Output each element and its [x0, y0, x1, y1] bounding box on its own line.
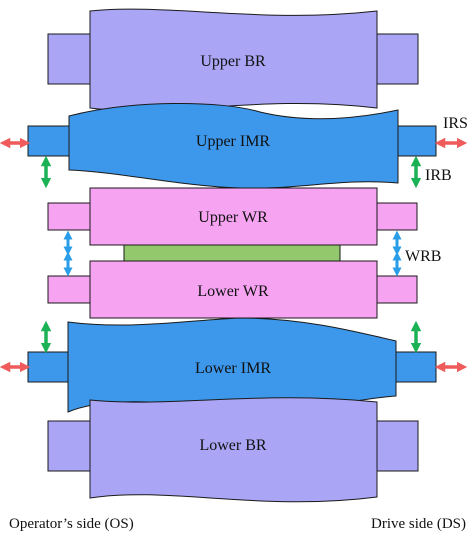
lower-imr-neck-ds — [392, 351, 437, 383]
lower-imr-label: Lower IMR — [195, 360, 271, 377]
upper-wr-neck-ds — [374, 202, 418, 231]
lower-intermediate-roll: Lower IMR — [27, 317, 437, 413]
upper-work-roll: Upper WR — [47, 187, 418, 246]
upper-imr-neck-os — [27, 125, 74, 157]
upper-br-label: Upper BR — [200, 53, 266, 70]
lower-br-barrel — [89, 397, 378, 503]
lower-br-neck-ds — [373, 420, 419, 472]
operator-side-label: Operator’s side (OS) — [9, 516, 134, 532]
wrb-label: WRB — [405, 248, 441, 265]
upper-backup-roll: Upper BR — [47, 8, 419, 111]
irs-label: IRS — [443, 115, 468, 132]
lower-br-label: Lower BR — [199, 437, 266, 454]
lower-wr-neck-ds — [374, 275, 418, 304]
upper-intermediate-roll: Upper IMR — [27, 102, 437, 189]
upper-imr-barrel — [68, 102, 399, 189]
lower-br-neck-os — [47, 420, 95, 472]
upper-br-neck-os — [47, 33, 95, 85]
upper-imr-neck-ds — [395, 125, 437, 157]
strip — [123, 244, 341, 262]
lower-work-roll: Lower WR — [47, 260, 418, 319]
upper-br-neck-ds — [373, 33, 419, 85]
lower-wr-label: Lower WR — [197, 283, 269, 300]
upper-imr-label: Upper IMR — [196, 133, 271, 150]
irb-label: IRB — [425, 167, 452, 184]
drive-side-label: Drive side (DS) — [371, 516, 466, 532]
lower-backup-roll: Lower BR — [47, 397, 419, 503]
lower-wr-neck-os — [47, 275, 93, 304]
upper-wr-barrel — [89, 187, 378, 246]
upper-wr-label: Upper WR — [198, 209, 268, 226]
lower-imr-neck-os — [27, 351, 71, 383]
upper-wr-neck-os — [47, 202, 93, 231]
